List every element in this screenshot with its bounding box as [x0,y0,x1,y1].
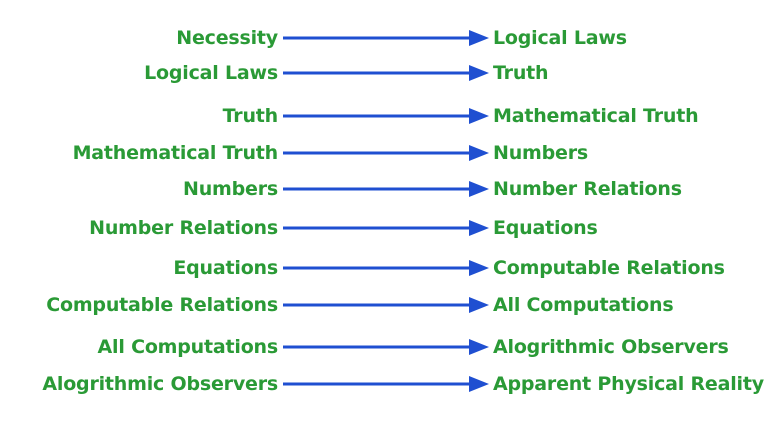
source-label: Truth [222,105,279,127]
arrow-icon [283,339,489,355]
target-label: Truth [493,62,549,84]
source-label: Number Relations [89,217,278,239]
mapping-row: Equations Computable Relations [0,256,768,280]
source-label: Numbers [183,178,278,200]
source-label: Equations [173,257,278,279]
mapping-row: Necessity Logical Laws [0,26,768,50]
arrow-icon [283,145,489,161]
target-label: Computable Relations [493,257,725,279]
source-label: Necessity [176,27,278,49]
mapping-row: Mathematical Truth Numbers [0,141,768,165]
target-label: Logical Laws [493,27,627,49]
source-label: Mathematical Truth [72,142,279,164]
mapping-row: Numbers Number Relations [0,177,768,201]
arrow-icon [283,181,489,197]
source-label: Computable Relations [46,294,278,316]
source-label: All Computations [97,336,279,358]
arrow-icon [283,30,489,46]
arrow-icon [283,376,489,392]
target-label: Apparent Physical Reality [493,373,764,395]
arrow-icon [283,108,489,124]
arrow-icon [283,65,489,81]
mapping-row: Alogrithmic Observers Apparent Physical … [0,372,768,396]
source-label: Logical Laws [144,62,278,84]
mapping-row: Number Relations Equations [0,216,768,240]
mapping-row: Computable Relations All Computations [0,293,768,317]
arrow-icon [283,260,489,276]
arrow-icon [283,297,489,313]
target-label: Mathematical Truth [493,105,699,127]
mapping-row: All Computations Alogrithmic Observers [0,335,768,359]
target-label: Numbers [493,142,588,164]
target-label: Number Relations [493,178,682,200]
target-label: Alogrithmic Observers [493,336,729,358]
mapping-row: Truth Mathematical Truth [0,104,768,128]
target-label: All Computations [493,294,674,316]
target-label: Equations [493,217,598,239]
source-label: Alogrithmic Observers [42,373,278,395]
mapping-row: Logical Laws Truth [0,61,768,85]
arrow-icon [283,220,489,236]
